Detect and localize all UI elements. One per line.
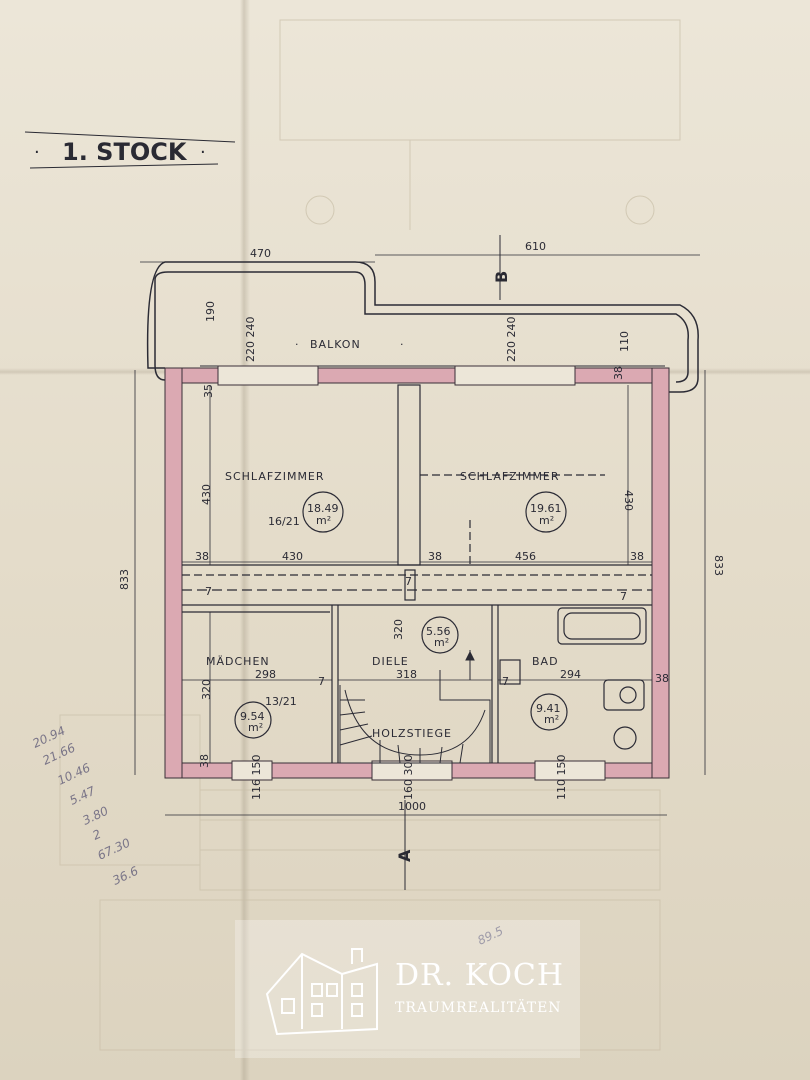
room-label-hall: DIELE: [372, 655, 409, 668]
dim-bedroom-width-right: 456: [515, 550, 536, 563]
section-a-mark: A: [395, 800, 414, 890]
watermark-tagline: TRAUMREALITÄTEN: [395, 1000, 562, 1016]
dim-small-wall-maid: 7: [318, 675, 325, 688]
area-bath: 9.41: [536, 702, 561, 715]
dim-small-wall-right: 7: [620, 590, 627, 603]
dim-wall-bath: 38: [655, 672, 669, 685]
dim-wall-left: 38: [195, 550, 209, 563]
dim-hall-width: 318: [396, 668, 417, 681]
section-a-label: A: [395, 849, 414, 862]
dim-small-wall-left: 7: [205, 585, 212, 598]
dim-wall-top: 35: [202, 384, 215, 398]
dim-hall-height: 320: [392, 619, 405, 640]
dim-total-height-right: 833: [712, 555, 725, 576]
dim-balcony-depth-right: 110: [618, 331, 631, 352]
dim-small-wall-bath: 7: [502, 675, 509, 688]
dim-wall-top-right: 38: [612, 366, 625, 380]
room-label-bedroom-left: SCHLAFZIMMER: [225, 470, 325, 483]
dim-bedroom-width-left: 430: [282, 550, 303, 563]
plan-title: 1. STOCK: [62, 138, 188, 166]
dim-balcony-left: 470: [250, 247, 271, 260]
pencil-notes: 20.94 21.66 10.46 5.47 3.80 2 67.30 36.6…: [30, 724, 505, 948]
dim-small-wall-mid: 7: [405, 575, 412, 588]
area-bedroom-left: 18.49: [307, 502, 339, 515]
watermark-name: DR. KOCH: [395, 958, 565, 993]
dim-window-mid: 160 300: [402, 755, 415, 801]
dim-maid-width: 298: [255, 668, 276, 681]
dim-bedroom-height-right: 430: [622, 490, 635, 511]
area-unit: m²: [316, 514, 331, 527]
section-b-mark: B: [492, 235, 511, 300]
dim-window-right: 110 150: [555, 755, 568, 801]
room-label-bath: BAD: [532, 655, 559, 668]
dim-total-width: 1000: [398, 800, 426, 813]
dimension-lines: [134, 254, 706, 816]
watermark-panel: [235, 920, 580, 1058]
ghost-drawing: [59, 19, 681, 1051]
title-block: 1. STOCK · ·: [24, 131, 236, 169]
area-circles: [234, 491, 568, 739]
room-label-stairs: HOLZSTIEGE: [372, 727, 452, 740]
dim-bath-width: 294: [560, 668, 581, 681]
house-logo-icon: [265, 948, 378, 1036]
svg-text:·: ·: [400, 338, 404, 351]
pencil-note: 10.46: [55, 760, 92, 787]
section-b-label: B: [492, 271, 511, 283]
dim-wall-bottom: 38: [198, 754, 211, 768]
pencil-note: 2: [90, 827, 103, 843]
area-unit: m²: [434, 636, 449, 649]
interior-walls: [182, 384, 652, 763]
dim-balcony-rail-left: 220 240: [244, 317, 257, 363]
area-unit: m²: [248, 721, 263, 734]
dim-total-height-left: 833: [118, 569, 131, 590]
area-unit: m²: [539, 514, 554, 527]
area-bedroom-right: 19.61: [530, 502, 562, 515]
svg-text:·: ·: [200, 142, 206, 163]
dim-window-left: 116 150: [250, 755, 263, 801]
dim-wall-right: 38: [630, 550, 644, 563]
dim-wall-mid: 38: [428, 550, 442, 563]
pencil-note: 5.47: [67, 784, 97, 808]
stairs: [339, 650, 491, 764]
pencil-note: 36.6: [110, 864, 140, 888]
dim-balcony-rail-right: 220 240: [505, 317, 518, 363]
dim-maid-height: 320: [200, 679, 213, 700]
dim-bed-label: 16/21: [268, 515, 300, 528]
room-label-bedroom-right: SCHLAFZIMMER: [460, 470, 560, 483]
room-label-maid: MÄDCHEN: [206, 655, 270, 668]
svg-text:·: ·: [295, 338, 299, 351]
windows: [217, 365, 606, 781]
area-hall: 5.56: [426, 625, 451, 638]
dim-balcony-right: 610: [525, 240, 546, 253]
dim-maid-label: 13/21: [265, 695, 297, 708]
pencil-note: 3.80: [80, 804, 110, 828]
svg-text:·: ·: [34, 142, 40, 163]
dim-bedroom-height-left: 430: [200, 484, 213, 505]
area-maid: 9.54: [240, 710, 265, 723]
dim-balcony-depth-left: 190: [204, 301, 217, 322]
area-unit: m²: [544, 713, 559, 726]
balcony-label: BALKON: [310, 338, 361, 351]
